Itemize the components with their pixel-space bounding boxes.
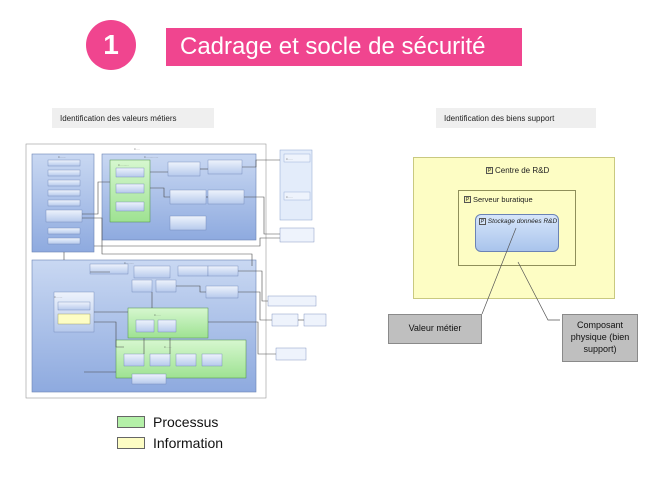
legend-item-processus: Processus [117,414,218,430]
storage-label: P Stockage données R&D [478,218,558,225]
legend-swatch [117,416,145,428]
server-label: P Serveur buratique [464,195,533,204]
svg-text:□ ····: □ ···· [134,148,140,151]
svg-text:□ ·········: □ ········· [124,262,134,265]
right-section-label: Identification des biens support [436,108,596,128]
storage-box [475,214,559,252]
legend-label: Processus [153,414,219,430]
svg-text:□ ······: □ ······ [58,156,66,159]
svg-text:□ ······: □ ······ [164,346,172,349]
component-icon: P [478,218,486,225]
svg-text:□ ··········: □ ·········· [118,164,129,167]
legend-label: Information [153,435,224,451]
left-section-label: Identification des valeurs métiers [52,108,214,128]
svg-text:□ ·······: □ ······· [54,296,62,299]
svg-text:□ ·····: □ ····· [286,196,293,199]
step-number-badge: 1 [86,20,136,70]
support-assets-diagram: P Centre de R&D P Serveur buratique P St… [388,142,658,372]
physical-component-callout: Composant physique (bien support) [562,314,638,362]
component-icon: P [486,167,493,174]
svg-text:□ ·····: □ ····· [286,158,293,161]
component-icon: P [464,196,471,203]
page-title: Cadrage et socle de sécurité [166,28,522,66]
svg-text:□ ··············: □ ·············· [144,156,159,159]
business-values-diagram: □ ···· □ ······ □ ·············· □ ·····… [24,142,330,400]
rd-center-label: P Centre de R&D [486,166,550,175]
legend-item-information: Information [117,435,223,451]
business-value-callout: Valeur métier [388,314,482,344]
legend-swatch [117,437,145,449]
svg-text:□ ·····: □ ····· [154,314,161,317]
